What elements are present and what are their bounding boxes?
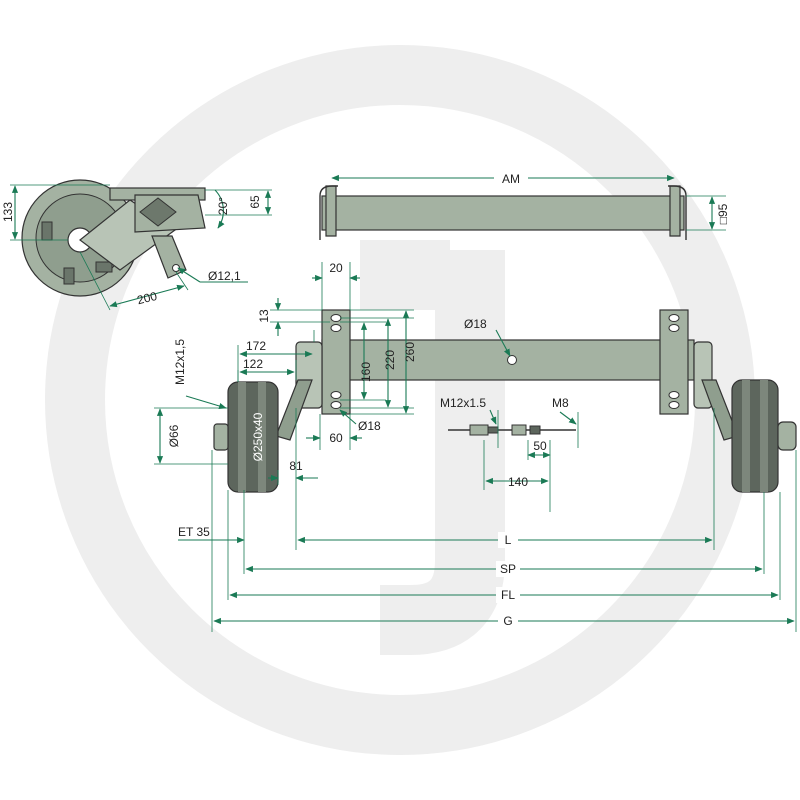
- length-l-label: L: [505, 533, 512, 547]
- arm-length-label: 200: [136, 289, 159, 308]
- length-g-label: G: [503, 614, 512, 628]
- square-size-label: □95: [716, 203, 730, 224]
- side-view: 133 65 20° 200 Ø12,1: [1, 179, 272, 311]
- hub-left: [213, 423, 229, 451]
- cable-thread-label: M12x1.5: [440, 396, 486, 410]
- offset-label: ET 35: [178, 525, 210, 539]
- cable-thread-end-label: M8: [552, 396, 569, 410]
- watermark-logo: [45, 45, 755, 755]
- side-hole-label: Ø12,1: [208, 269, 241, 283]
- beam-hole: [507, 355, 517, 365]
- length-sp-label: SP: [500, 562, 516, 576]
- thread-left-label: M12x1,5: [173, 339, 187, 385]
- angle-label: 20°: [216, 197, 230, 215]
- width-60-label: 60: [329, 431, 343, 445]
- height-160-label: 160: [359, 362, 373, 382]
- hub-right: [777, 421, 797, 451]
- side-height-label: 133: [1, 202, 15, 222]
- width-122-label: 122: [243, 357, 263, 371]
- bracket-width-label: 20: [329, 261, 343, 275]
- height-220-label: 220: [383, 350, 397, 370]
- beam-hole-label: Ø18: [464, 317, 487, 331]
- hub-label: Ø66: [167, 424, 181, 447]
- square-profile: [139, 197, 177, 227]
- swing-arm-left: [275, 379, 313, 441]
- beam-view: AM □95: [319, 170, 730, 240]
- main-view: 20 13 160 220 260 Ø18 Ø18 60 172: [154, 261, 797, 632]
- u-bolt-left: [319, 185, 338, 240]
- height-260-label: 260: [403, 342, 417, 362]
- plate-height-label: 65: [248, 195, 262, 209]
- length-fl-label: FL: [501, 588, 515, 602]
- square-beam: [321, 195, 685, 231]
- top-offset-label: 13: [257, 309, 271, 323]
- width-172-label: 172: [246, 339, 266, 353]
- cable-detail: M12x1.5 M8 50 140: [440, 396, 579, 512]
- bracket-hole-label: Ø18: [358, 419, 381, 433]
- drum-label: Ø250x40: [251, 412, 265, 461]
- brake-drum-right: [731, 379, 779, 493]
- cable-50-label: 50: [533, 439, 547, 453]
- mount-distance-label: AM: [502, 172, 520, 186]
- cable-140-label: 140: [508, 475, 528, 489]
- lever: [151, 235, 187, 279]
